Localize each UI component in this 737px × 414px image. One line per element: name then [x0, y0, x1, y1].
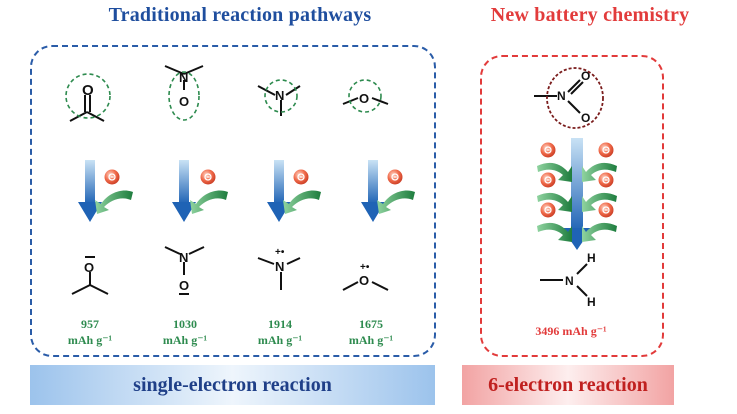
new-chemistry-capacity: 3496 mAh g⁻¹	[535, 324, 607, 338]
capacity-unit: mAh g⁻¹	[257, 333, 303, 347]
new-chemistry-panel	[480, 55, 664, 357]
traditional-pathways-title: Traditional reaction pathways	[108, 4, 372, 26]
capacity-value: 1675	[359, 317, 383, 331]
capacity-unit: mAh g⁻¹	[162, 333, 208, 347]
capacity-unit: mAh g⁻¹	[67, 333, 113, 347]
capacity-label-3: 1914 mAh g⁻¹	[245, 316, 315, 348]
capacity-label-1: 957 mAh g⁻¹	[55, 316, 125, 348]
capacity-label-2: 1030 mAh g⁻¹	[150, 316, 220, 348]
capacity-unit: mAh g⁻¹	[348, 333, 394, 347]
traditional-pathways-panel	[30, 45, 436, 357]
new-chemistry-title: New battery chemistry	[490, 4, 690, 26]
six-electron-band: 6-electron reaction	[462, 365, 674, 405]
capacity-value: 957	[81, 317, 99, 331]
capacity-value: 1030	[173, 317, 197, 331]
capacity-label-4: 1675 mAh g⁻¹	[336, 316, 406, 348]
single-electron-band: single-electron reaction	[30, 365, 435, 405]
capacity-value: 1914	[268, 317, 292, 331]
